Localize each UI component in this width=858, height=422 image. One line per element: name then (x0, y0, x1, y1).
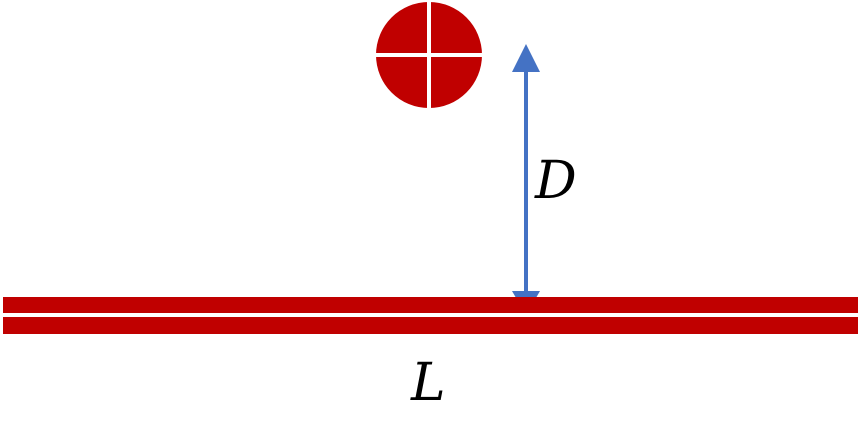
horizontal-line-divider (3, 313, 858, 317)
distance-label: D (534, 151, 577, 211)
circle-object-horizontal-divider (374, 53, 484, 57)
horizontal-line (3, 297, 858, 334)
length-label: L (410, 353, 446, 413)
arrow-head-top (512, 44, 540, 72)
circle-object (374, 0, 484, 110)
